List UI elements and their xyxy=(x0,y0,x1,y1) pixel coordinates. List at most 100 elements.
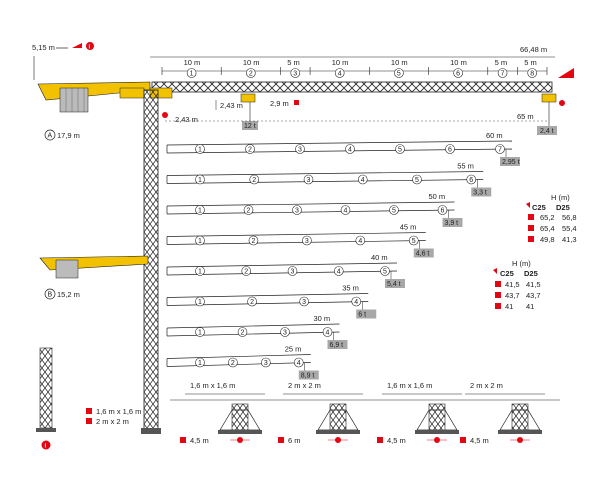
jib-load: 6,9 t xyxy=(330,342,344,349)
svg-text:56,8: 56,8 xyxy=(562,213,577,222)
jib-length: 35 m xyxy=(342,284,359,293)
jib-load: 8,9 t xyxy=(301,373,315,380)
dim-243-b: 2,43 m xyxy=(175,115,198,124)
segment-number-label: 2 xyxy=(249,71,253,78)
jib-section-number xyxy=(228,357,238,368)
jib-section-number xyxy=(351,296,362,307)
jib-load-box xyxy=(442,218,463,227)
base-mast xyxy=(428,403,446,433)
jib-section-number xyxy=(241,266,252,276)
load-box-12t xyxy=(242,121,258,130)
svg-text:1,6 m x 1,6 m: 1,6 m x 1,6 m xyxy=(96,407,141,416)
jib-section-number xyxy=(408,235,419,246)
jib-section-label: 2 xyxy=(250,299,254,306)
jib-section-label: 5 xyxy=(392,208,396,215)
base-symbol-icon xyxy=(278,437,284,443)
jib-section-label: 3 xyxy=(295,208,299,215)
jib-section-label: 4 xyxy=(297,360,301,367)
load-box-24t xyxy=(537,126,557,135)
height-label-515: 5,15 m xyxy=(32,43,55,52)
svg-text:D25: D25 xyxy=(556,203,570,212)
jib-section-label: 1 xyxy=(198,330,202,337)
jib-length: 60 m xyxy=(486,131,503,140)
segment-number-label: 1 xyxy=(190,71,194,78)
segment-number-label: 5 xyxy=(397,71,401,78)
base-mast xyxy=(329,403,347,433)
jib-section-label: 2 xyxy=(252,177,256,184)
jib-load: 6 t xyxy=(358,312,366,319)
svg-text:A: A xyxy=(48,133,53,140)
segment-length: 5 m xyxy=(287,58,300,67)
base-item: 2 m x 2 m4,5 m xyxy=(460,381,545,445)
jib-section-label: 1 xyxy=(198,147,202,154)
base-item: 2 m x 2 m6 m xyxy=(278,381,363,445)
jib-section-label: 1 xyxy=(198,360,202,367)
jib-load-box xyxy=(471,187,492,197)
segment-number-label: 6 xyxy=(456,71,460,78)
jib-section-number xyxy=(340,205,351,215)
segment-number xyxy=(246,68,256,78)
jib-top-chord xyxy=(166,232,426,237)
jib-load: 5,4 t xyxy=(387,281,401,288)
jib-section-number xyxy=(195,357,205,368)
main-jib xyxy=(151,81,553,93)
segment-number xyxy=(290,68,301,78)
jib-load: 2,95 t xyxy=(502,159,520,166)
svg-text:55,4: 55,4 xyxy=(562,224,577,233)
dim-243-a: 2,43 m xyxy=(220,101,243,110)
jib-section-label: 2 xyxy=(247,208,251,215)
jib-section-number xyxy=(303,174,314,185)
jib-section-label: 4 xyxy=(348,147,352,154)
jib-section-number xyxy=(247,296,257,307)
marker-icon xyxy=(294,100,299,105)
svg-text:C25: C25 xyxy=(500,269,514,278)
segment-length: 5 m xyxy=(495,58,508,67)
svg-text:41,5: 41,5 xyxy=(505,280,520,289)
segment-number-label: 3 xyxy=(293,71,297,78)
segment-number xyxy=(527,68,537,78)
jib-section-label: 4 xyxy=(337,269,341,276)
segment-number xyxy=(394,68,404,78)
jib-bottom-chord xyxy=(166,270,398,276)
segment-length: 5 m xyxy=(524,58,537,67)
jib-section-label: 2 xyxy=(251,238,255,245)
segment-number-label: 7 xyxy=(501,71,505,78)
svg-text:2,4 t: 2,4 t xyxy=(540,128,554,135)
info-icon xyxy=(86,42,94,50)
svg-text:49,8: 49,8 xyxy=(540,235,555,244)
jib-section-label: 5 xyxy=(398,147,402,154)
jib-section-number xyxy=(237,327,248,337)
jib-section-label: 1 xyxy=(198,238,202,245)
dim-29: 2,9 m xyxy=(270,99,289,108)
jib-section-number xyxy=(437,205,448,215)
jib-section-label: 1 xyxy=(198,208,202,215)
jib-section-number xyxy=(292,205,302,215)
jib-section-label: 3 xyxy=(283,330,287,337)
height-table-2: H (m) C25 D25 41,5 41,5 43,7 43,7 41 41 xyxy=(493,259,541,311)
jib-load: 3,9 t xyxy=(445,220,459,227)
jib-section-label: 3 xyxy=(298,147,302,154)
base-symbol-icon xyxy=(460,437,466,443)
jib-section-label: 2 xyxy=(244,269,248,276)
warning-wedge-icon xyxy=(72,43,82,48)
jib-bottom-chord xyxy=(166,362,311,367)
jib-bottom-chord xyxy=(166,148,513,154)
jib-section-label: 4 xyxy=(361,177,365,184)
jib-section-label: 5 xyxy=(383,269,387,276)
jib-section-number xyxy=(299,296,309,307)
jib-section-number xyxy=(295,144,305,154)
jib-section-number xyxy=(389,205,399,215)
jib-load-box xyxy=(385,279,405,288)
jib-section-number xyxy=(195,266,205,276)
jib-load: 4,6 t xyxy=(416,251,430,258)
svg-text:41: 41 xyxy=(526,302,534,311)
jib-length: 50 m xyxy=(429,192,446,201)
jib-bottom-chord xyxy=(166,331,340,337)
jib-section-number xyxy=(245,144,255,154)
